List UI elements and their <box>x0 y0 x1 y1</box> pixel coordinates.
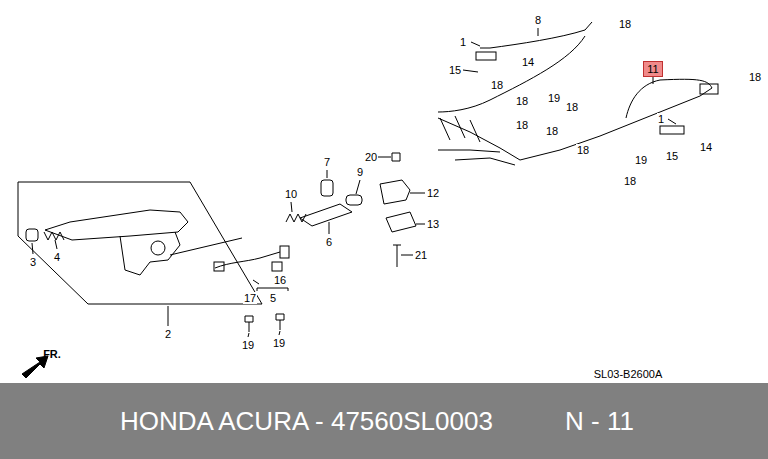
cable-bracket <box>440 116 480 142</box>
leader-line <box>32 243 33 254</box>
cable-end <box>476 52 496 60</box>
bolt <box>392 153 400 161</box>
bracket <box>386 212 416 232</box>
cable-end <box>660 126 684 134</box>
leader-line <box>248 333 249 337</box>
lever-grip <box>45 210 188 240</box>
bolt <box>393 245 401 267</box>
callout-number: 18 <box>565 101 579 113</box>
cable <box>438 36 585 112</box>
switch-wire <box>215 252 280 268</box>
callout-number: 19 <box>272 337 286 349</box>
callout-number: 7 <box>323 156 331 168</box>
callout-number: 9 <box>356 166 364 178</box>
callout-number: 18 <box>515 95 529 107</box>
callout-number: 18 <box>515 119 529 131</box>
spring <box>286 214 306 222</box>
sleeve <box>321 180 333 196</box>
callout-number: 17 <box>243 292 257 304</box>
callout-number: 8 <box>534 14 542 26</box>
highlight-box: 11 <box>643 61 662 77</box>
callout-number: 12 <box>426 187 440 199</box>
callout-number: 20 <box>364 151 378 163</box>
lever-rod <box>170 238 242 255</box>
guide <box>380 180 410 204</box>
assembly-outline <box>18 182 262 304</box>
callout-number: 3 <box>29 256 37 268</box>
callout-number: 18 <box>576 144 590 156</box>
leader-line <box>168 306 169 326</box>
leader-line <box>653 77 654 84</box>
lever-pivot <box>151 241 165 255</box>
bolt <box>245 316 253 332</box>
leader-line <box>55 240 57 249</box>
leader-line <box>401 255 413 256</box>
callout-number: 10 <box>284 188 298 200</box>
callout-number: 16 <box>273 274 287 286</box>
callout-number: 18 <box>545 125 559 137</box>
direction-label: FR. <box>42 348 62 360</box>
cable-end <box>700 84 718 94</box>
callout-number: 15 <box>665 150 679 162</box>
connector <box>280 246 289 258</box>
cable <box>455 158 515 165</box>
drawing-code: SL03-B2600A <box>593 368 664 380</box>
callout-number: 14 <box>521 56 535 68</box>
spring <box>44 232 64 240</box>
nut <box>346 195 362 205</box>
callout-number: 18 <box>623 175 637 187</box>
leader-line <box>410 193 425 194</box>
callout-number: 18 <box>490 79 504 91</box>
leader-line <box>668 119 676 124</box>
callout-number: 19 <box>241 339 255 351</box>
leader-lines <box>32 28 676 337</box>
callout-number: 1 <box>657 113 665 125</box>
equalizer <box>300 204 352 226</box>
lever-bracket <box>120 232 180 275</box>
screw <box>253 280 259 284</box>
callout-number: 18 <box>618 18 632 30</box>
callout-number: 1 <box>459 36 467 48</box>
leader-line <box>291 202 292 212</box>
callout-number: 19 <box>547 92 561 104</box>
switch <box>214 262 224 271</box>
callout-number: 11 <box>647 63 658 75</box>
bolt <box>276 314 284 330</box>
leader-line <box>416 224 425 225</box>
callout-number: 18 <box>748 71 762 83</box>
leader-line <box>327 170 328 178</box>
leader-line <box>538 28 539 36</box>
title-band: HONDA ACURA - 47560SL0003 N - 11 <box>0 383 768 459</box>
callout-number: 14 <box>699 141 713 153</box>
leader-line <box>378 157 391 158</box>
bracket <box>257 288 288 291</box>
cable <box>626 79 712 118</box>
leader-line <box>329 222 330 234</box>
leader-line <box>279 331 280 335</box>
callout-number: 15 <box>448 64 462 76</box>
callout-number: 13 <box>426 218 440 230</box>
clip <box>272 262 282 271</box>
callout-number: 6 <box>325 236 333 248</box>
callout-number: 5 <box>269 292 277 304</box>
leader-line <box>471 42 480 46</box>
part-number: HONDA ACURA - 47560SL0003 <box>120 406 493 436</box>
button <box>26 229 38 241</box>
leader-line <box>463 70 478 72</box>
callout-number: 2 <box>164 328 172 340</box>
leader-line <box>356 180 360 194</box>
callout-reference: N - 11 <box>565 406 634 436</box>
callout-number: 19 <box>634 154 648 166</box>
cable <box>438 150 500 152</box>
callout-number: 4 <box>53 251 61 263</box>
callout-number: 21 <box>414 249 428 261</box>
